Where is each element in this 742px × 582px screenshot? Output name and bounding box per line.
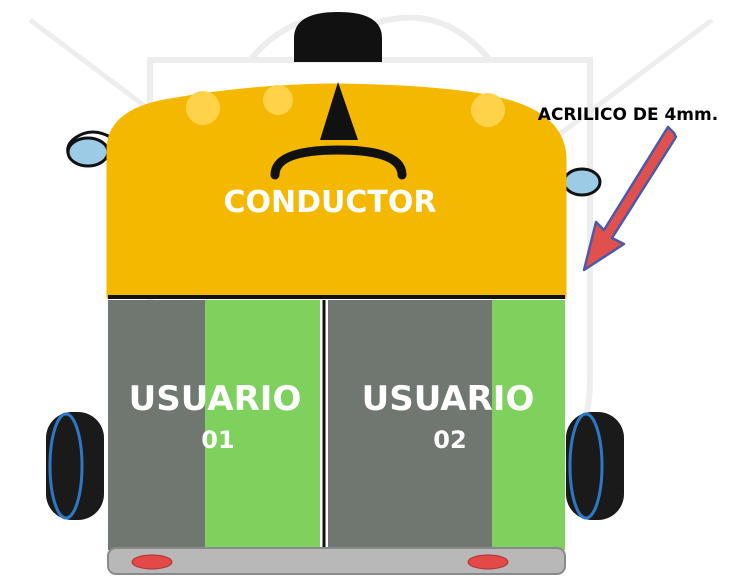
acrylic-annotation: ACRILICO DE 4mm. [538,105,718,125]
tail-light-icon [467,554,509,570]
left-wheel [46,412,104,520]
wheel-icon [46,412,104,520]
roof-bump-right [471,93,505,127]
roof-bump-mid [263,85,293,115]
mirror-icon [562,167,602,197]
cabin-body [106,83,567,299]
seat-left-number: 01 [201,426,234,454]
roof-bump-left [186,91,220,125]
steering-column [320,82,358,140]
seat-right-label: USUARIO [362,379,535,419]
beacon-icon [294,12,382,62]
left-mirror [66,130,113,168]
seat-right-back [328,300,498,550]
seat-left-cushion [205,300,320,550]
seat-right: USUARIO 02 [328,300,565,550]
rear-bumper [107,547,566,575]
arrow-icon [582,125,678,272]
seat-left-back [108,300,213,550]
steering-wheel-icon [270,145,407,180]
wheel-rim [48,412,84,520]
right-wheel [566,412,624,520]
mirror-icon [66,136,110,168]
seat-left-label: USUARIO [129,379,302,419]
seat-right-number: 02 [433,426,466,454]
watermark-spear-right [550,18,714,142]
wheel-rim [568,412,604,520]
seat-right-cushion [492,300,565,550]
seat-left: USUARIO 01 [108,300,320,550]
tail-light-icon [131,554,173,570]
wheel-icon [566,412,624,520]
cabin-label: CONDUCTOR [224,185,437,220]
